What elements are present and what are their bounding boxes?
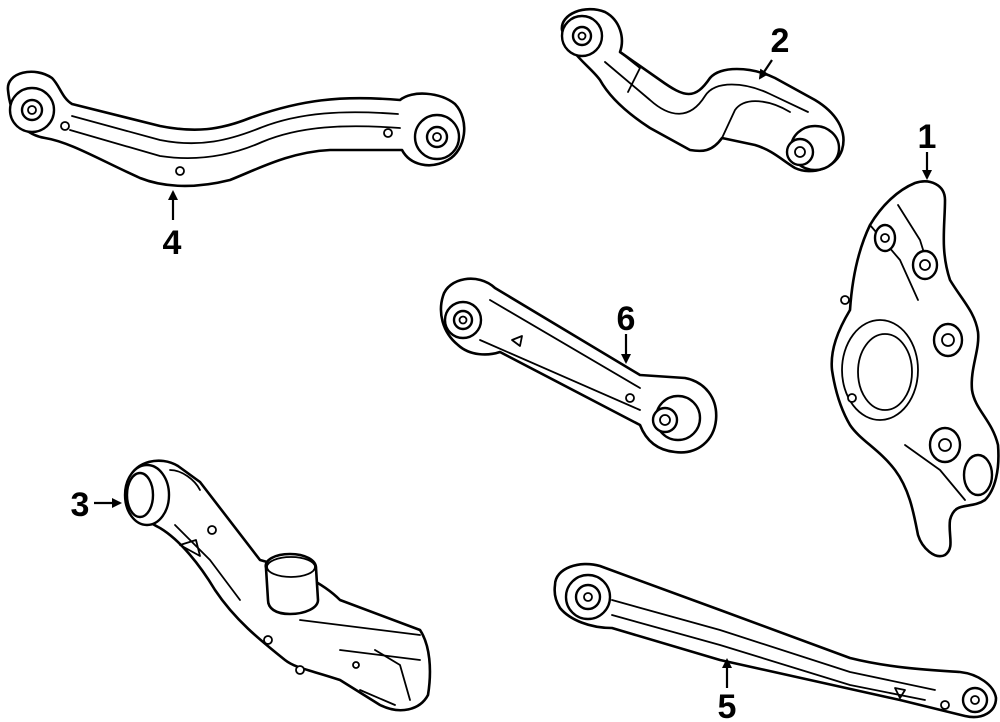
callout-6-label: 6 bbox=[617, 300, 636, 338]
part-1-knuckle bbox=[830, 180, 1000, 558]
callout-5-label: 5 bbox=[718, 688, 737, 722]
callout-2: 2 bbox=[758, 22, 790, 80]
callout-5: 5 bbox=[718, 658, 737, 722]
callout-3: 3 bbox=[71, 486, 122, 524]
callout-1: 1 bbox=[918, 118, 937, 180]
callout-1-label: 1 bbox=[918, 118, 937, 156]
part-5-link bbox=[553, 562, 998, 719]
part-2-control-arm bbox=[560, 7, 845, 173]
part-3-spring-link bbox=[123, 459, 432, 712]
part-4-control-arm bbox=[6, 70, 466, 188]
callout-4: 4 bbox=[163, 190, 182, 262]
callout-6: 6 bbox=[617, 300, 636, 364]
callout-3-label: 3 bbox=[71, 486, 90, 524]
callout-4-label: 4 bbox=[163, 224, 182, 262]
part-6-link bbox=[439, 277, 718, 454]
callout-2-label: 2 bbox=[771, 22, 790, 60]
